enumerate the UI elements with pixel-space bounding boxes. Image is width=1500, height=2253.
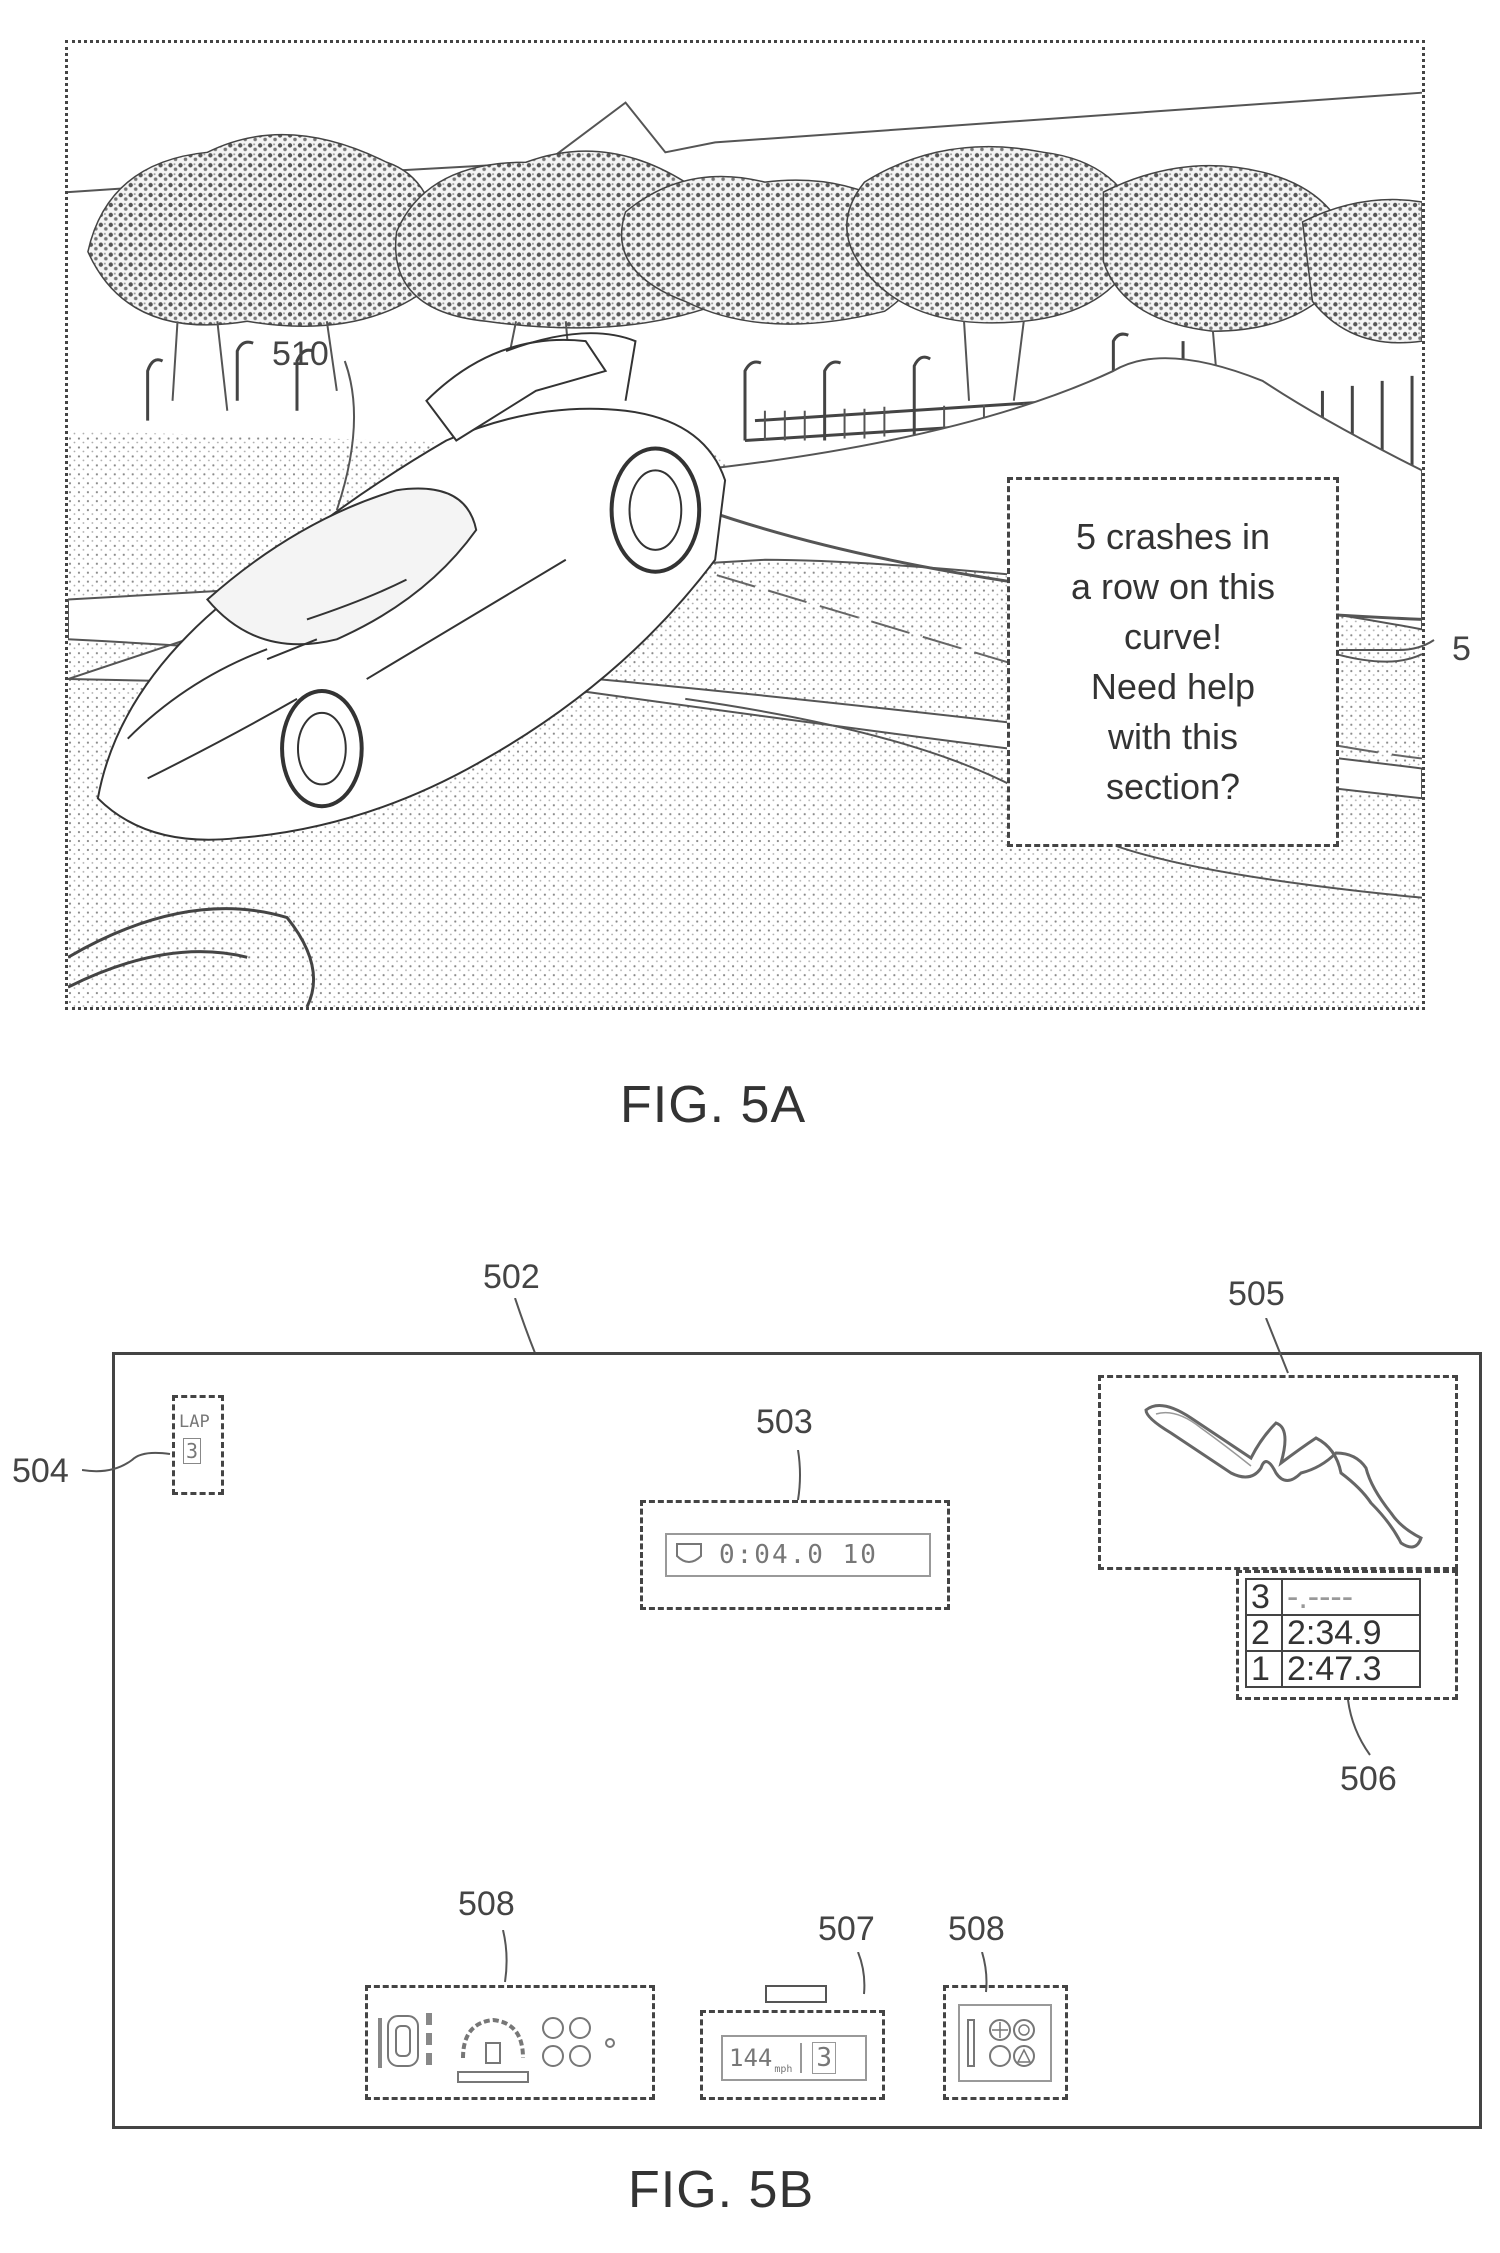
controls-left-reference-label: 508 <box>458 1885 515 1923</box>
lap-time: 2:34.9 <box>1281 1614 1421 1652</box>
shield-icon <box>676 1543 702 1563</box>
speed-leader-line <box>857 1952 866 1995</box>
screen-leader-line <box>514 1298 536 1354</box>
message-line: a row on this <box>1070 566 1276 607</box>
timer-value: 0:04.0 10 <box>719 1540 878 1570</box>
lap-times-reference-label: 506 <box>1340 1760 1397 1798</box>
message-line: 5 crashes in <box>1075 516 1271 557</box>
lap-counter-label: LAP <box>179 1412 210 1432</box>
help-prompt-message[interactable]: 5 crashes in a row on this curve! Need h… <box>1007 477 1339 847</box>
racing-scene-illustration <box>68 91 1422 1007</box>
lap-counter: LAP 3 <box>172 1395 224 1495</box>
message-leader-line <box>1339 639 1435 651</box>
lap-times-table: 3 -.---- 2 2:34.9 1 2:47.3 <box>1245 1578 1421 1688</box>
speed-unit: mph <box>774 2063 793 2075</box>
game-hud-screen <box>112 1352 1482 2129</box>
table-row: 2 2:34.9 <box>1245 1614 1421 1652</box>
speed-indicator-bar <box>765 1985 827 2003</box>
track-minimap <box>1098 1375 1458 1570</box>
minimap-reference-label: 505 <box>1228 1275 1285 1313</box>
vehicle-status-panel <box>365 1985 655 2100</box>
message-line: section? <box>1105 766 1241 807</box>
car-status-icon <box>378 2013 615 2083</box>
lap-counter-reference-label: 504 <box>12 1452 69 1490</box>
lap-counter-leader-line <box>82 1451 171 1473</box>
gear-value: 3 <box>812 2042 837 2074</box>
timer-leader-line <box>797 1450 801 1501</box>
lap-times-panel <box>1236 1570 1458 1700</box>
controls-right-leader-line <box>981 1952 988 1993</box>
figure-caption-5a: FIG. 5A <box>620 1076 807 1134</box>
table-row: 1 2:47.3 <box>1245 1650 1421 1688</box>
screen-reference-label: 502 <box>483 1258 540 1296</box>
lap-time: -.---- <box>1281 1578 1421 1616</box>
game-scene <box>65 40 1425 1010</box>
figure-caption-5b: FIG. 5B <box>628 2161 815 2219</box>
speed-reference-label: 507 <box>818 1910 875 1948</box>
speed-value: 144 <box>729 2044 773 2072</box>
lap-number: 2 <box>1245 1614 1283 1652</box>
lap-times-leader-line <box>1347 1700 1371 1756</box>
message-line: curve! <box>1123 616 1223 657</box>
controller-buttons-icon <box>967 2019 1035 2067</box>
lap-time: 2:47.3 <box>1281 1650 1421 1688</box>
controls-left-leader-line <box>502 1930 508 1983</box>
lap-number: 1 <box>1245 1650 1283 1688</box>
button-controls-panel <box>943 1985 1068 2100</box>
message-line: Need help <box>1090 666 1256 707</box>
track-map-icon <box>1144 1404 1423 1549</box>
speedometer-panel: 144 mph 3 <box>700 2010 885 2100</box>
controls-right-reference-label: 508 <box>948 1910 1005 1948</box>
timer-reference-label: 503 <box>756 1403 813 1441</box>
lap-number: 3 <box>1245 1578 1283 1616</box>
lap-counter-value: 3 <box>183 1438 202 1464</box>
table-row: 3 -.---- <box>1245 1578 1421 1616</box>
message-reference-label: 5 <box>1452 630 1471 668</box>
car-reference-label: 510 <box>272 335 329 373</box>
minimap-leader-line <box>1265 1318 1289 1374</box>
message-line: with this <box>1107 716 1239 757</box>
race-timer: 0:04.0 10 <box>640 1500 950 1610</box>
